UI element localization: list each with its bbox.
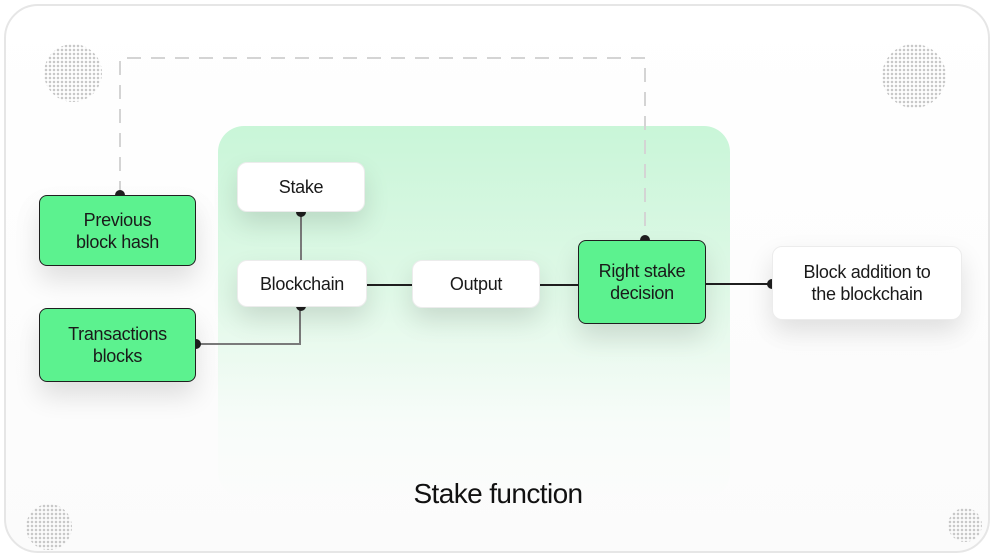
right-stake-decision-node: Right stake decision (578, 240, 706, 324)
diagram-title: Stake function (413, 478, 583, 509)
dot-pattern-top-right (882, 44, 946, 108)
dot-pattern-bottom-right (948, 508, 982, 542)
dot-pattern-bottom-left (26, 504, 72, 550)
dot-pattern-top-left (44, 44, 102, 102)
previous-block-hash-node: Previous block hash (39, 195, 196, 266)
transactions-blocks-node: Transactions blocks (39, 308, 196, 382)
blockchain-node: Blockchain (237, 260, 367, 307)
output-node: Output (412, 260, 540, 308)
block-addition-node: Block addition to the blockchain (772, 246, 962, 320)
stake-node: Stake (237, 162, 365, 212)
